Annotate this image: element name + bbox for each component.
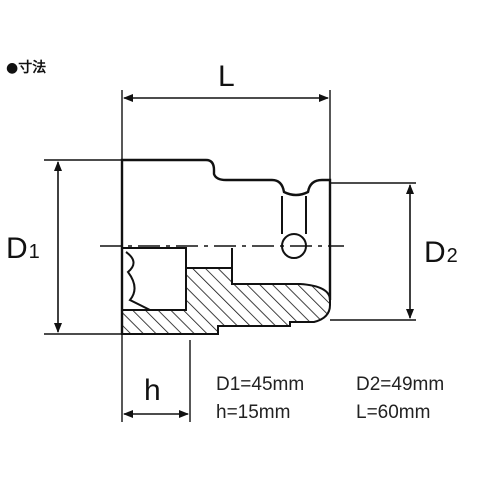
hex-bore-curve [125,251,151,311]
label-D2: D2 [424,236,458,269]
section-title: ●寸法 [6,59,46,76]
socket-body-outline [120,158,332,334]
spec-d2: D2=49mm [356,374,444,395]
label-h: h [144,374,161,407]
spec-h: h=15mm [216,402,290,423]
label-L: L [218,60,235,93]
label-D1: D1 [6,232,40,265]
hatched-section [121,267,331,335]
spec-l: L=60mm [356,402,430,423]
spec-d1: D1=45mm [216,374,304,395]
